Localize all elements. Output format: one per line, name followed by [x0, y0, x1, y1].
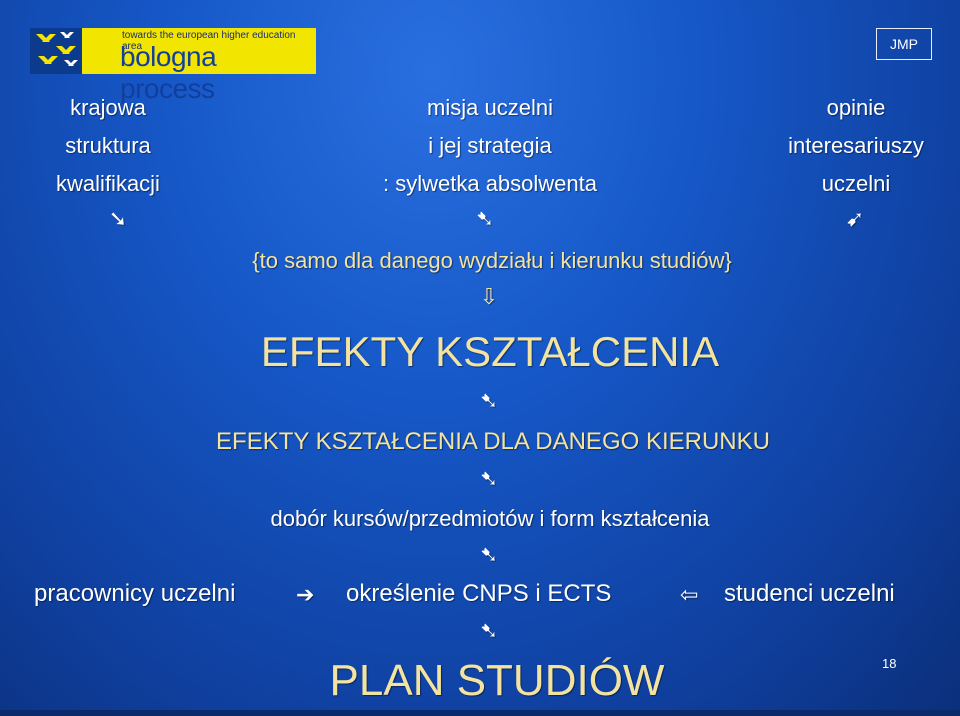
heading-plan-studiow: PLAN STUDIÓW: [329, 656, 665, 705]
logo-banner: [82, 28, 316, 74]
heading-efekty-kierunku: EFEKTY KSZTAŁCENIA DLA DANEGO KIERUNKU: [216, 428, 770, 455]
logo-star-icon: [30, 28, 82, 74]
arrow-down-icon-5: ➷: [479, 618, 499, 643]
jmp-button[interactable]: JMP: [876, 28, 932, 60]
selection-line: dobór kursów/przedmiotów i form kształce…: [270, 506, 710, 531]
center-column-line-2: i jej strategia: [428, 133, 552, 158]
left-column-line-3: kwalifikacji: [56, 171, 160, 196]
bottom-strip: [0, 710, 960, 716]
bologna-process-logo: towards the european higher education ar…: [30, 28, 316, 104]
arrow-left-icon: ⇦: [680, 582, 699, 607]
workers-label: pracownicy uczelni: [34, 580, 236, 607]
right-column-line-1: opinie: [826, 95, 886, 120]
heading-efekty-ksztalcenia: EFEKTY KSZTAŁCENIA: [260, 328, 720, 375]
ects-label: określenie CNPS i ECTS: [346, 580, 612, 607]
arrow-down-right-icon: ➘: [108, 206, 128, 231]
left-column-line-2: struktura: [65, 133, 151, 158]
page-number: 18: [882, 656, 897, 671]
arrow-down-icon: ➷: [475, 206, 495, 231]
students-label: studenci uczelni: [724, 580, 895, 607]
logo-tagline: towards the european higher education ar…: [122, 30, 296, 52]
hollow-arrow-down-icon: ⇩: [479, 284, 499, 309]
logo-title: bologna process: [120, 41, 217, 104]
center-column-line-3: : sylwetka absolwenta: [383, 171, 597, 196]
right-column-line-3: uczelni: [821, 171, 891, 196]
center-column-line-1: misja uczelni: [427, 95, 553, 120]
arrow-down-icon-4: ➷: [479, 542, 499, 567]
brace-line: {to samo dla danego wydziału i kierunku …: [252, 248, 732, 273]
arrow-down-icon-3: ➷: [479, 466, 499, 491]
arrow-right-icon: ➔: [296, 582, 315, 607]
right-column-line-2: interesariuszy: [788, 133, 924, 158]
arrow-down-icon-2: ➷: [479, 388, 499, 413]
arrow-down-left-icon: ➹: [845, 206, 865, 231]
left-column-line-1: krajowa: [70, 95, 146, 120]
